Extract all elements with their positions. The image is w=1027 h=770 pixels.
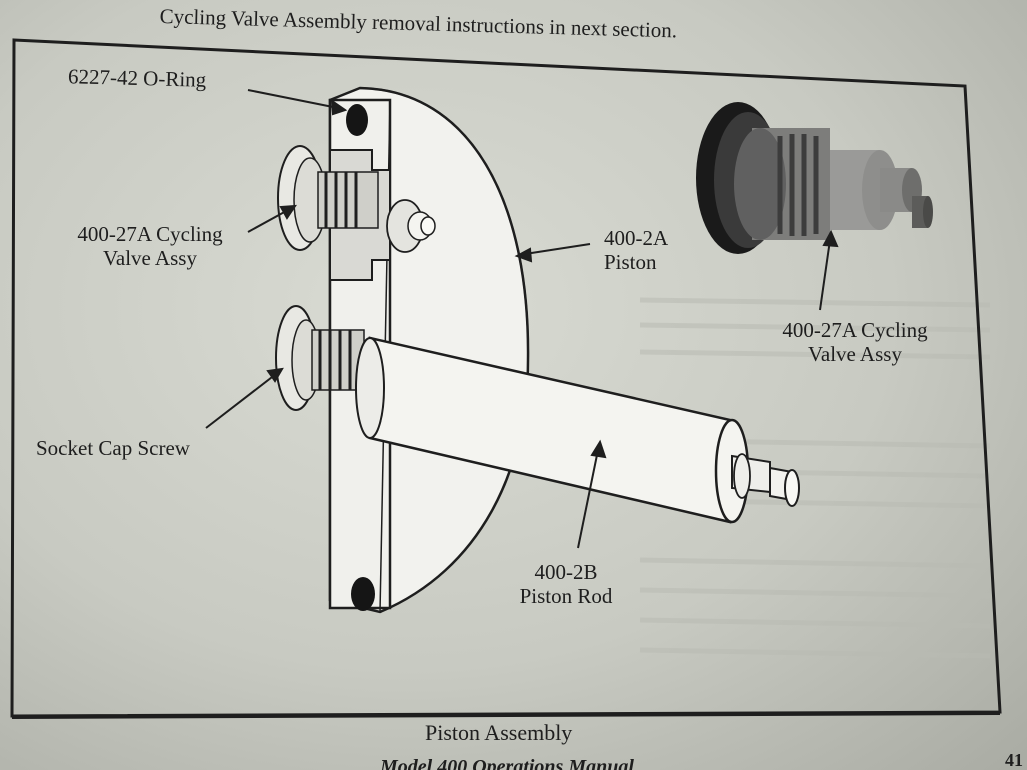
label-piston-rod: 400-2B Piston Rod — [519, 560, 613, 608]
piston-rod — [355, 336, 800, 524]
label-piston: 400-2A Piston — [604, 226, 669, 274]
diagram-border — [10, 38, 1002, 718]
caption-rule — [11, 713, 1001, 719]
page-number: 41 — [1005, 750, 1023, 770]
cycling-valve-in-piston — [277, 145, 436, 253]
leader-lines — [205, 89, 839, 549]
piston-disk — [328, 86, 530, 614]
label-cycling-valve-right: 400-27A Cycling Valve Assy — [782, 318, 928, 366]
o-ring-bottom — [351, 577, 375, 611]
inset-cycling-valve-assy — [696, 102, 933, 254]
figure-caption: Piston Assembly — [425, 720, 573, 745]
label-o-ring: 6227-42 O-Ring — [67, 64, 207, 92]
label-socket-cap-screw: Socket Cap Screw — [36, 436, 190, 460]
socket-cap-screw — [275, 305, 365, 411]
o-ring-top — [346, 104, 368, 136]
footer-title: Model 400 Operations Manual — [380, 756, 634, 770]
label-cycling-valve-left: 400-27A Cycling Valve Assy — [77, 222, 223, 270]
